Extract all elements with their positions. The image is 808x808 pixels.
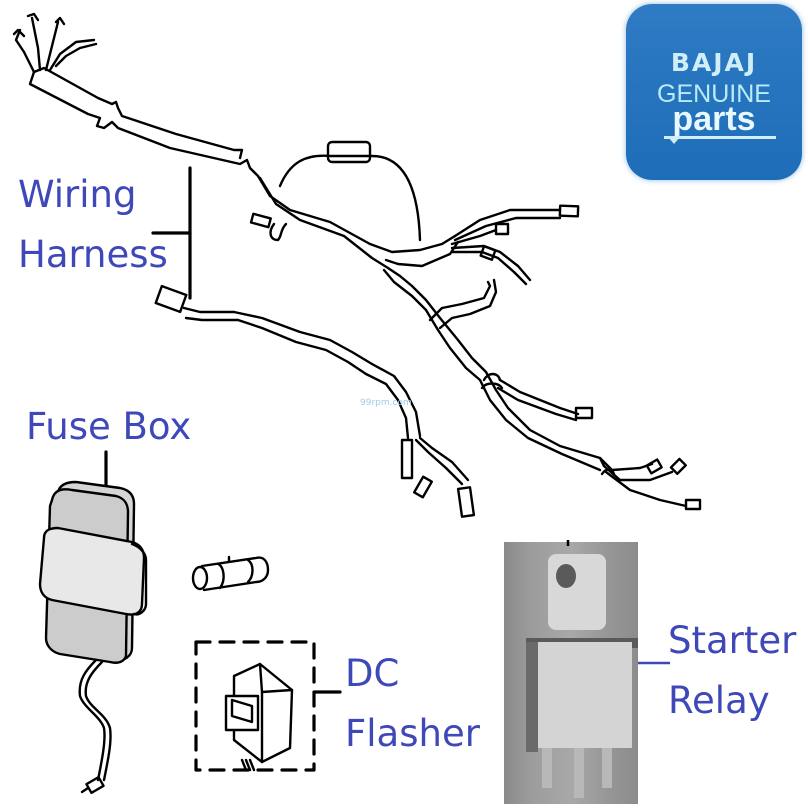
starter-relay-photo [504, 542, 638, 804]
fuse-cartridge-drawing [191, 555, 270, 592]
leader-lines [104, 166, 342, 694]
watermark: 99rpm.com [360, 398, 412, 408]
fuse-box-drawing [38, 480, 148, 795]
starter-relay-label-line2: Relay [668, 679, 770, 722]
dc-flasher-label-line1: DC [345, 652, 400, 695]
logo-underline [664, 136, 776, 139]
dc-flasher-label-line2: Flasher [345, 712, 480, 755]
wiring-harness-label-line2: Harness [18, 233, 168, 276]
fuse-box-label: Fuse Box [26, 405, 192, 448]
bajaj-genuine-parts-logo: BAJAJ GENUINE parts [626, 4, 802, 180]
wiring-harness-label-line1: Wiring [18, 173, 137, 216]
logo-arrow-icon [668, 137, 680, 144]
flasher-unit-drawing [194, 640, 316, 772]
logo-parts: parts [672, 100, 756, 138]
logo-genuine: GENUINE [657, 80, 771, 108]
wiring-harness-drawing [12, 12, 702, 518]
logo-brand: BAJAJ [670, 48, 758, 77]
starter-relay-label-line1: Starter [668, 619, 797, 662]
